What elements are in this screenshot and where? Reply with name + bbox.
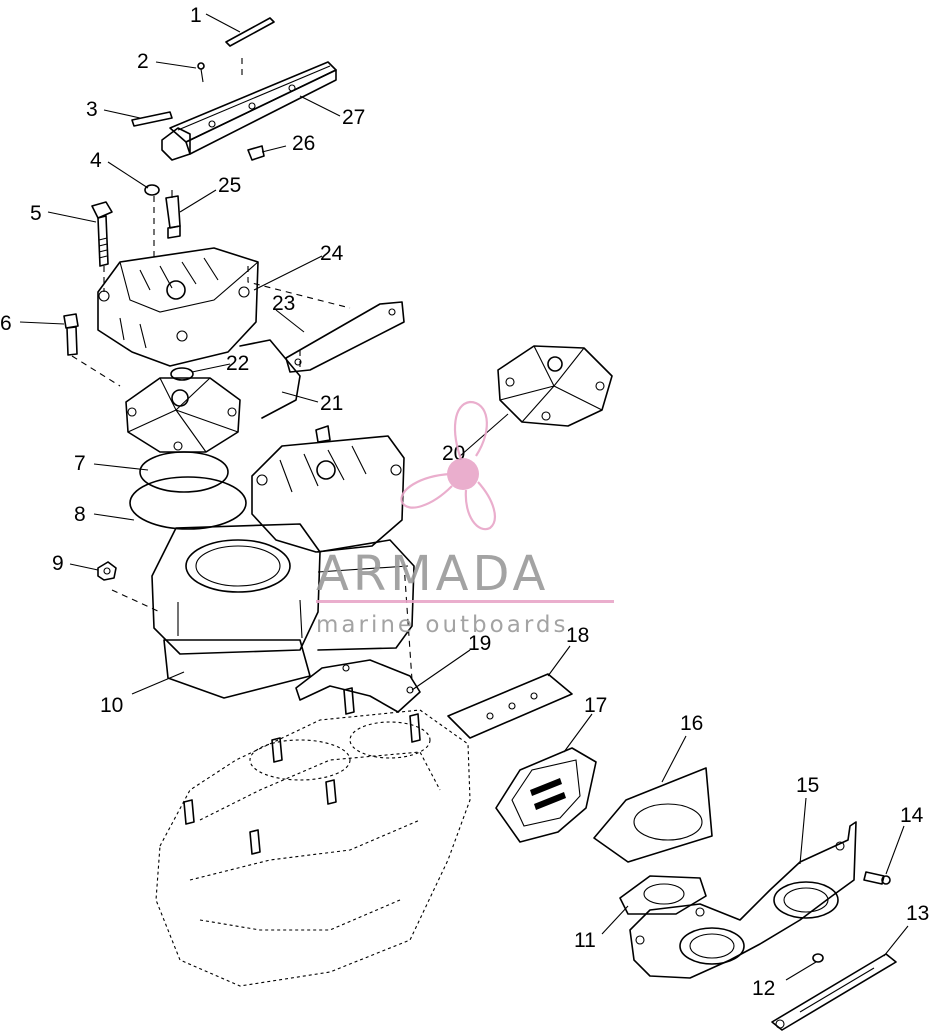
callout-3: 3 xyxy=(86,98,98,121)
watermark-title: ARMADA xyxy=(316,546,549,602)
callout-22: 22 xyxy=(226,352,249,375)
part-26-plug xyxy=(247,145,265,161)
part-4-washer xyxy=(144,184,160,196)
propeller-logo-icon xyxy=(400,400,496,531)
armada-watermark: ARMADA marine outboards xyxy=(316,400,614,638)
watermark-subtitle: marine outboards xyxy=(316,612,568,638)
callout-labels: 1 2 3 4 5 6 7 8 9 10 11 12 13 14 15 16 1… xyxy=(0,4,929,1000)
part-9-nut xyxy=(97,561,117,581)
part-10-cylinder xyxy=(151,523,415,699)
callout-13: 13 xyxy=(906,902,929,925)
part-6-bolt xyxy=(63,313,79,356)
part-27-fuel-rail xyxy=(161,61,337,161)
part-21-head-cover-gasket xyxy=(239,339,301,419)
part-23-bracket xyxy=(247,266,405,373)
callout-1: 1 xyxy=(190,4,202,27)
callout-15: 15 xyxy=(796,774,819,797)
part-19-base-gasket xyxy=(295,659,421,713)
callout-6: 6 xyxy=(0,312,12,335)
part-7-oring xyxy=(139,451,229,493)
part-15-intake-manifold xyxy=(629,821,857,979)
part-11-manifold-gasket xyxy=(619,875,707,915)
part-22-oring xyxy=(170,367,194,381)
part-8-oring xyxy=(129,476,247,530)
part-12-washer xyxy=(812,953,824,963)
callout-2: 2 xyxy=(137,50,149,73)
callout-8: 8 xyxy=(74,503,86,526)
callout-24: 24 xyxy=(320,242,344,265)
alignment-lines xyxy=(71,58,413,681)
part-14-bolt xyxy=(863,871,891,885)
part-24-cylinder-head xyxy=(97,247,259,367)
callout-7: 7 xyxy=(74,452,86,475)
part-16-manifold-gasket xyxy=(593,767,713,863)
callout-27: 27 xyxy=(342,106,365,129)
callout-11: 11 xyxy=(574,929,596,952)
callout-14: 14 xyxy=(900,804,924,827)
callout-4: 4 xyxy=(90,149,102,172)
callout-5: 5 xyxy=(30,202,42,225)
part-1-strip xyxy=(225,17,275,47)
part-21-head-cover xyxy=(125,377,241,453)
callout-9: 9 xyxy=(52,552,64,575)
crankcase xyxy=(155,687,471,987)
part-20-cover xyxy=(497,345,613,427)
callout-25: 25 xyxy=(218,174,241,197)
part-18-reed-plate xyxy=(447,673,573,739)
part-5-bolt xyxy=(91,201,113,267)
callout-18: 18 xyxy=(566,624,589,647)
callout-26: 26 xyxy=(292,132,315,155)
callout-17: 17 xyxy=(584,694,607,717)
part-13-bracket xyxy=(771,953,897,1031)
callout-16: 16 xyxy=(680,712,703,735)
leader-lines xyxy=(19,13,909,981)
callout-21: 21 xyxy=(320,392,343,415)
part-2-screw xyxy=(197,62,205,83)
callout-23: 23 xyxy=(272,292,295,315)
part-3-strip xyxy=(131,111,173,127)
crankcase-studs xyxy=(183,687,421,855)
callout-10: 10 xyxy=(100,694,123,717)
rear-cylinder-head xyxy=(251,425,405,553)
callout-12: 12 xyxy=(752,977,775,1000)
callout-19: 19 xyxy=(468,632,491,655)
part-17-reed-valve xyxy=(495,747,597,843)
part-25-spark-plug xyxy=(165,190,181,239)
